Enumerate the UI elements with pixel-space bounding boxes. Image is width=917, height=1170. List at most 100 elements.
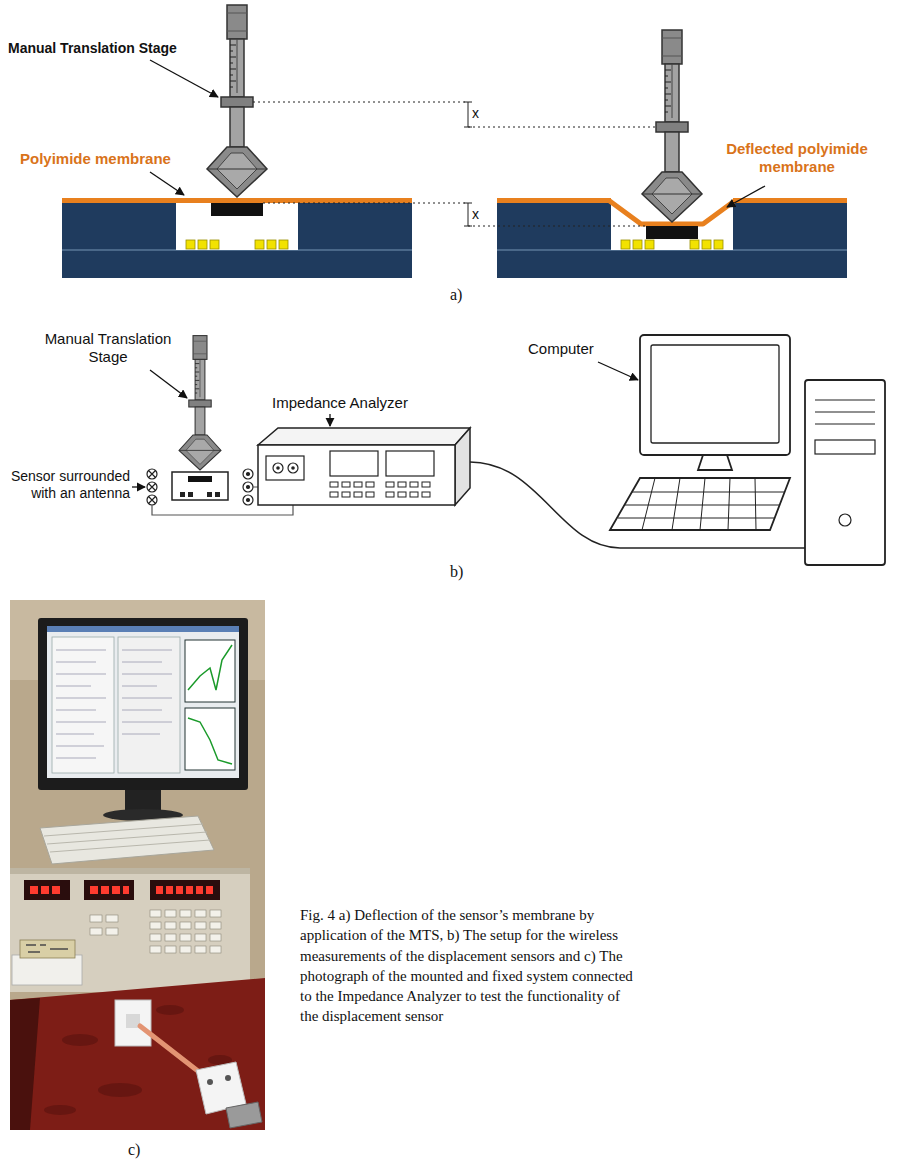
impedance-analyzer <box>266 456 304 480</box>
leader-arrow <box>150 172 184 195</box>
sensor-box <box>207 492 212 497</box>
antenna-coil <box>243 469 253 479</box>
computer <box>642 478 756 530</box>
setup-photo <box>165 922 176 929</box>
setup-photo <box>225 1075 231 1081</box>
stage-label: Manual Translation Stage <box>8 40 177 57</box>
setup-photo <box>206 886 213 894</box>
panel-label: a) <box>450 285 462 304</box>
computer <box>640 335 790 455</box>
computer <box>610 478 790 530</box>
coil-pads <box>198 240 207 249</box>
setup-photo <box>226 1102 262 1128</box>
setup-photo <box>10 600 265 1130</box>
sensor-box <box>215 492 220 497</box>
impedance-analyzer <box>258 428 470 445</box>
setup-photo <box>44 824 210 852</box>
antenna-coil <box>247 499 250 502</box>
antenna-coil <box>147 469 253 505</box>
setup-photo <box>10 978 265 1130</box>
translation-stage <box>642 30 702 222</box>
setup-photo <box>150 934 161 941</box>
setup-photo <box>207 1079 213 1085</box>
impedance-analyzer <box>276 466 280 470</box>
setup-photo <box>26 945 68 952</box>
setup-photo <box>106 928 118 935</box>
setup-photo <box>180 922 191 929</box>
impedance-analyzer <box>330 492 338 497</box>
antenna-coil <box>243 495 253 505</box>
computer <box>610 335 885 565</box>
sensor-box <box>172 472 228 500</box>
impedance-analyzer <box>386 482 394 487</box>
coil-pads <box>186 240 195 249</box>
setup-photo <box>90 886 98 894</box>
setup-photo <box>210 946 221 953</box>
setup-photo <box>188 718 232 764</box>
setup-photo <box>118 637 180 773</box>
impedance-analyzer <box>330 482 338 487</box>
setup-photo <box>176 886 183 894</box>
setup-photo <box>166 886 173 894</box>
antenna-coil <box>149 471 156 504</box>
leader-arrow <box>150 370 187 398</box>
antenna-coil <box>243 482 253 492</box>
leader-arrow <box>329 414 330 426</box>
impedance-analyzer <box>258 445 455 505</box>
impedance-analyzer <box>330 482 430 497</box>
coil-pads <box>714 240 723 249</box>
sensor-box <box>188 476 212 482</box>
setup-photo <box>185 640 235 702</box>
setup-photo <box>112 886 120 894</box>
setup-photo <box>125 790 161 812</box>
impedance-analyzer <box>398 482 406 487</box>
setup-photo <box>24 880 70 900</box>
displacement-marker <box>468 226 646 227</box>
impedance-analyzer <box>258 428 470 505</box>
setup-photo <box>98 1083 142 1097</box>
setup-photo <box>38 618 248 790</box>
data-cable <box>470 462 805 548</box>
setup-photo <box>156 1005 184 1015</box>
sensor-box <box>188 492 193 497</box>
impedance-analyzer <box>291 466 295 470</box>
device-label: Computer <box>528 340 594 358</box>
polyimide-membrane <box>62 198 412 203</box>
impedance-analyzer <box>410 492 418 497</box>
setup-photo <box>90 915 102 922</box>
setup-photo <box>106 915 118 922</box>
impedance-analyzer <box>422 492 430 497</box>
sensor-substrate <box>62 250 412 278</box>
impedance-analyzer <box>273 463 283 473</box>
figure-caption: Fig. 4 a) Deflection of the sensor’s mem… <box>300 905 640 1027</box>
impedance-analyzer <box>422 482 430 487</box>
impedance-analyzer <box>366 482 374 487</box>
coil-pads <box>279 240 288 249</box>
setup-photo <box>12 955 82 985</box>
setup-photo <box>52 886 60 894</box>
setup-photo <box>210 922 221 929</box>
setup-photo <box>186 886 193 894</box>
setup-photo <box>150 922 161 929</box>
setup-photo <box>165 934 176 941</box>
coil-pads <box>633 240 642 249</box>
panel-label: b) <box>450 562 463 581</box>
setup-photo <box>195 946 206 953</box>
membrane-label: Deflected polyimide membrane <box>712 140 882 176</box>
panel-label: c) <box>128 1140 140 1159</box>
computer <box>815 400 875 424</box>
setup-photo <box>90 910 221 953</box>
antenna-coil <box>247 473 250 476</box>
sensor-substrate <box>62 198 412 278</box>
setup-photo <box>156 886 163 894</box>
setup-photo <box>10 868 250 874</box>
setup-photo <box>47 626 239 632</box>
computer <box>698 455 732 470</box>
impedance-analyzer <box>386 492 394 497</box>
computer <box>815 440 875 454</box>
coil-pads <box>255 240 264 249</box>
setup-photo <box>210 910 221 917</box>
setup-photo <box>84 880 134 900</box>
impedance-analyzer <box>288 463 298 473</box>
